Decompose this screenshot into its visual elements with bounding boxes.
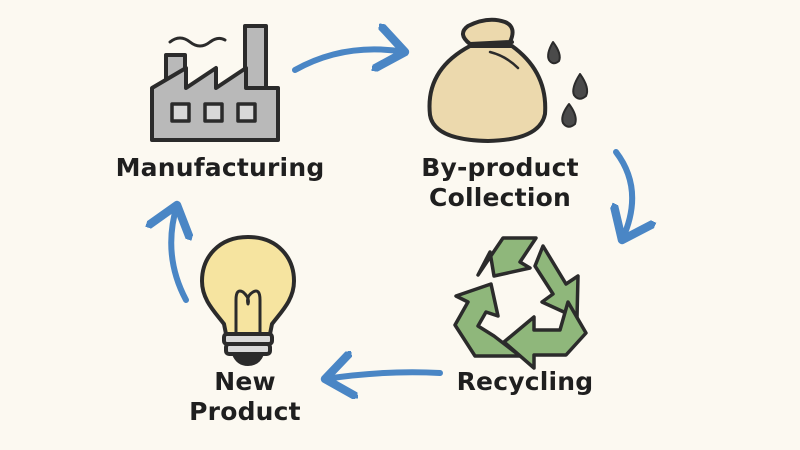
arrow-recycling-to-newproduct	[325, 372, 443, 379]
arrow-manufacturing-to-byproduct	[292, 49, 405, 73]
factory-icon	[150, 24, 280, 142]
label-new-product-line-1: New	[214, 367, 276, 396]
label-recycling: Recycling	[440, 367, 610, 397]
label-new-product: New Product	[170, 367, 320, 427]
label-manufacturing: Manufacturing	[105, 153, 335, 183]
label-byproduct-line-2: Collection	[429, 183, 571, 212]
arrow-byproduct-to-recycling	[616, 149, 632, 240]
arrow-newproduct-to-manufacturing	[171, 205, 186, 303]
lightbulb-icon	[200, 235, 296, 366]
label-manufacturing-line-1: Manufacturing	[115, 153, 325, 182]
sack-with-droplets-icon	[427, 17, 589, 143]
label-byproduct-collection: By-product Collection	[400, 153, 600, 213]
label-new-product-line-2: Product	[189, 397, 301, 426]
label-recycling-line-1: Recycling	[456, 367, 594, 396]
recycle-icon	[453, 236, 588, 370]
label-byproduct-line-1: By-product	[421, 153, 579, 182]
